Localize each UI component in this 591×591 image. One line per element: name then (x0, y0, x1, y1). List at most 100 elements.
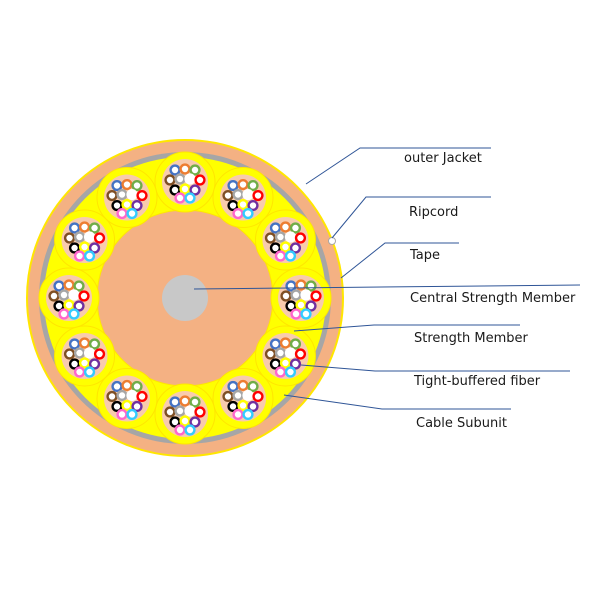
tight-buffered-fiber (300, 308, 312, 320)
tight-buffered-fiber (126, 408, 138, 421)
tight-buffered-fiber (237, 379, 249, 392)
tight-buffered-fiber (126, 207, 138, 220)
tight-buffered-fiber (116, 389, 128, 402)
leader-tape (340, 242, 459, 279)
tight-buffered-fiber (305, 280, 317, 292)
tight-buffered-fiber (279, 221, 292, 233)
tight-buffered-fiber (247, 380, 259, 393)
tight-buffered-fiber (264, 348, 277, 360)
tight-buffered-fiber (280, 290, 292, 302)
tight-buffered-fiber (68, 358, 81, 370)
tight-buffered-fiber (290, 289, 302, 301)
tight-buffered-fiber (164, 174, 176, 186)
tight-buffered-fiber (242, 207, 254, 220)
tight-buffered-fiber (222, 189, 234, 202)
tight-buffered-fiber (116, 207, 128, 220)
tight-buffered-fiber (274, 366, 287, 378)
leader-outer-jacket (305, 147, 491, 185)
tight-buffered-fiber (179, 395, 191, 407)
tight-buffered-fiber (184, 424, 196, 436)
tight-buffered-fiber (189, 164, 201, 176)
cable-subunit (212, 367, 274, 429)
tight-buffered-fiber (189, 416, 201, 428)
cable-subunit (254, 325, 316, 387)
tight-buffered-fiber (136, 189, 148, 202)
tight-buffered-fiber (68, 338, 81, 350)
cable-subunit (212, 167, 274, 229)
tight-buffered-fiber (73, 280, 85, 292)
tight-buffered-fiber (73, 250, 86, 262)
tight-buffered-fiber (189, 396, 201, 408)
tight-buffered-fiber (227, 199, 239, 212)
leader-cable-subunit (283, 394, 511, 410)
tight-buffered-fiber (106, 189, 118, 202)
tight-buffered-fiber (179, 415, 191, 427)
tight-buffered-fiber (131, 179, 143, 192)
cable-subunit (54, 209, 116, 271)
tight-buffered-fiber (63, 279, 75, 291)
label-ripcord: Ripcord (409, 205, 458, 220)
tight-buffered-fiber (269, 358, 282, 370)
tight-buffered-fiber (274, 347, 287, 359)
tight-buffered-fiber (222, 390, 234, 403)
tight-buffered-fiber (83, 366, 96, 378)
cable-subunit (154, 151, 216, 213)
tight-buffered-fiber (88, 222, 101, 234)
label-cable-subunit: Cable Subunit (416, 416, 507, 431)
leader-central-strength-member (193, 284, 581, 290)
cable-subunit (154, 383, 216, 445)
tight-buffered-fiber (83, 347, 96, 359)
tight-buffered-fiber (174, 192, 186, 204)
cable-subunit (54, 325, 116, 387)
tight-buffered-fiber (252, 189, 264, 202)
tight-buffered-fiber (83, 231, 96, 243)
tight-buffered-fiber (63, 232, 76, 244)
tight-buffered-fiber (131, 380, 143, 393)
tight-buffered-fiber (93, 348, 106, 360)
cable-subunit (38, 267, 100, 329)
tight-buffered-fiber (116, 188, 128, 201)
tight-buffered-fiber (174, 405, 186, 417)
tight-buffered-fiber (279, 357, 292, 369)
tight-buffered-fiber (111, 400, 123, 413)
tight-buffered-fiber (164, 406, 176, 418)
tight-buffered-fiber (294, 348, 307, 360)
tight-buffered-fiber (285, 280, 297, 292)
tight-buffered-fiber (126, 389, 138, 402)
tight-buffered-fiber (78, 357, 91, 369)
tight-buffered-fiber (88, 242, 101, 254)
tight-buffered-fiber (68, 242, 81, 254)
tight-buffered-fiber (252, 390, 264, 403)
tight-buffered-fiber (232, 408, 244, 421)
tight-buffered-fiber (179, 183, 191, 195)
tight-buffered-fiber (58, 289, 70, 301)
tight-buffered-fiber (68, 289, 80, 301)
tight-buffered-fiber (179, 163, 191, 175)
tight-buffered-fiber (88, 358, 101, 370)
tight-buffered-fiber (106, 390, 118, 403)
tight-buffered-fiber (78, 241, 91, 253)
tight-buffered-fiber (78, 221, 91, 233)
tight-buffered-fiber (232, 207, 244, 220)
tight-buffered-fiber (53, 300, 65, 312)
tight-buffered-fiber (63, 348, 76, 360)
tight-buffered-fiber (121, 178, 133, 191)
tight-buffered-fiber (58, 308, 70, 320)
tight-buffered-fiber (121, 399, 133, 412)
tight-buffered-fiber (237, 198, 249, 211)
tight-buffered-fiber (73, 231, 86, 243)
tight-buffered-fiber (189, 184, 201, 196)
leader-lines (193, 147, 581, 410)
tight-buffered-fiber (247, 199, 259, 212)
tight-buffered-fiber (111, 179, 123, 192)
cable-subunit (270, 267, 332, 329)
tight-buffered-fiber (121, 198, 133, 211)
tight-buffered-fiber (93, 232, 106, 244)
tight-buffered-fiber (88, 338, 101, 350)
label-strength-member: Strength Member (414, 331, 528, 346)
tight-buffered-fiber (290, 308, 302, 320)
ripcord (328, 237, 336, 245)
label-outer-jacket: outer Jacket (404, 151, 482, 166)
